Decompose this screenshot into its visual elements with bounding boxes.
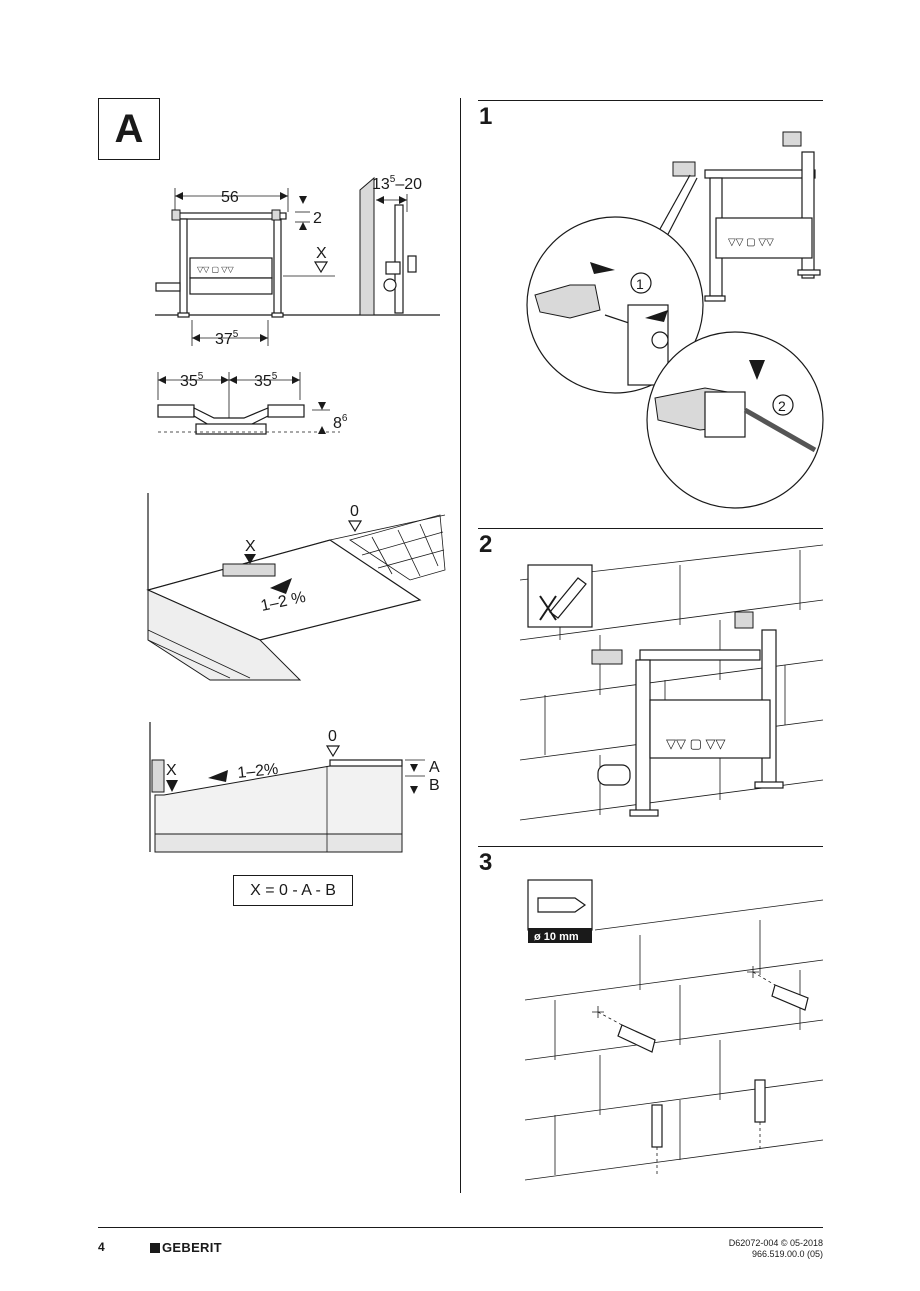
arrow-right bbox=[280, 192, 288, 200]
brand-square-icon bbox=[150, 1242, 160, 1253]
formula-text: X = 0 - A - B bbox=[250, 881, 336, 899]
section-a-label: A bbox=[114, 106, 144, 151]
plan-box bbox=[195, 423, 267, 435]
svg-text:▽▽ ▢ ▽▽: ▽▽ ▢ ▽▽ bbox=[666, 736, 726, 751]
anchor-plug bbox=[617, 1024, 656, 1053]
step-2-rule bbox=[478, 528, 823, 529]
no-tool-icon-box bbox=[527, 564, 593, 628]
svg-text:▽▽ ▢ ▽▽: ▽▽ ▢ ▽▽ bbox=[197, 265, 234, 274]
brand-name: GEBERIT bbox=[162, 1240, 222, 1255]
frame-top bbox=[704, 169, 816, 179]
step-3-rule bbox=[478, 846, 823, 847]
step-2-number: 2 bbox=[479, 531, 493, 558]
label-a: A bbox=[429, 759, 440, 776]
column-divider bbox=[460, 98, 461, 1193]
side-frame bbox=[394, 204, 404, 314]
dim-35-5-right: 355 bbox=[254, 371, 278, 390]
callout-1-circle bbox=[630, 272, 652, 294]
box bbox=[715, 217, 813, 259]
x-level-label: X bbox=[316, 245, 327, 262]
arrow-down bbox=[299, 196, 307, 204]
dim-13-5-20: 135–20 bbox=[372, 174, 422, 193]
level-block bbox=[222, 563, 276, 577]
svg-text:▽▽ ▢ ▽▽: ▽▽ ▢ ▽▽ bbox=[728, 237, 774, 248]
level-triangle bbox=[313, 261, 329, 274]
section-a-badge: A bbox=[98, 98, 160, 160]
tile-grid bbox=[349, 514, 446, 581]
footer-rule bbox=[98, 1227, 823, 1228]
step-3-number: 3 bbox=[479, 849, 493, 876]
dim-2: 2 bbox=[313, 210, 322, 227]
wall-section bbox=[359, 176, 375, 316]
section-x-label: X bbox=[166, 762, 177, 779]
label-b: B bbox=[429, 777, 440, 794]
wall-fixture bbox=[151, 759, 165, 793]
dim-56: 56 bbox=[221, 189, 239, 206]
arrow-1 bbox=[590, 262, 615, 274]
slope-arrow bbox=[270, 578, 292, 594]
section-zero-label: 0 bbox=[328, 728, 337, 745]
arrow-up bbox=[299, 222, 307, 230]
pipe-stub bbox=[155, 282, 181, 292]
drill-bit-icon bbox=[537, 897, 587, 913]
drill-icon-box bbox=[527, 879, 593, 931]
brand-logo: GEBERIT bbox=[150, 1240, 222, 1255]
article-number: 966.519.00.0 (05) bbox=[751, 1249, 823, 1259]
drill-size-label: ø 10 mm bbox=[534, 931, 579, 943]
tile-layer bbox=[329, 759, 403, 767]
callout-1: 1 bbox=[636, 276, 644, 292]
section-slope-arrow bbox=[208, 770, 228, 782]
callout-2: 2 bbox=[778, 398, 786, 414]
bracket bbox=[534, 284, 601, 319]
screwdriver-icon bbox=[549, 577, 587, 619]
persp-zero-label: 0 bbox=[350, 503, 359, 520]
dim-8-6: 86 bbox=[333, 413, 348, 432]
step-1-number: 1 bbox=[479, 103, 493, 130]
callout-2-circle bbox=[772, 394, 794, 416]
persp-x-label: X bbox=[245, 538, 256, 555]
formula-box: X = 0 - A - B bbox=[233, 875, 353, 906]
dim-37-5: 375 bbox=[215, 329, 239, 348]
box-lower bbox=[189, 277, 273, 295]
section-slope-label: 1–2% bbox=[237, 761, 279, 782]
arrow-left bbox=[175, 192, 183, 200]
doc-ref: D62072-004 © 05-2018 bbox=[728, 1238, 823, 1248]
dim-35-5-left: 355 bbox=[180, 371, 204, 390]
step-1-rule bbox=[478, 100, 823, 101]
page-number: 4 bbox=[98, 1240, 105, 1254]
